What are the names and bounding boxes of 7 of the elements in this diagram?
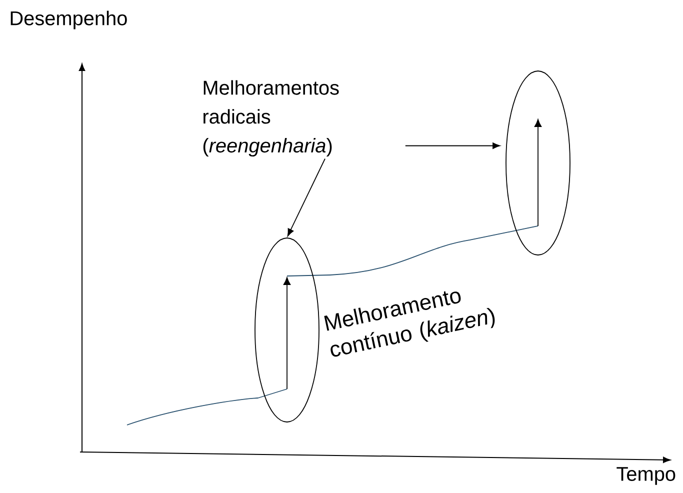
arrow xyxy=(404,142,500,149)
axis-label: Desempenho xyxy=(10,10,127,30)
ellipse-outline xyxy=(254,238,320,422)
annotation-text: Melhoramentos radicais (reengenharia) xyxy=(203,80,339,157)
ellipse-outline xyxy=(506,70,570,256)
axis-label: Tempo xyxy=(616,467,676,485)
arrow xyxy=(287,158,326,236)
